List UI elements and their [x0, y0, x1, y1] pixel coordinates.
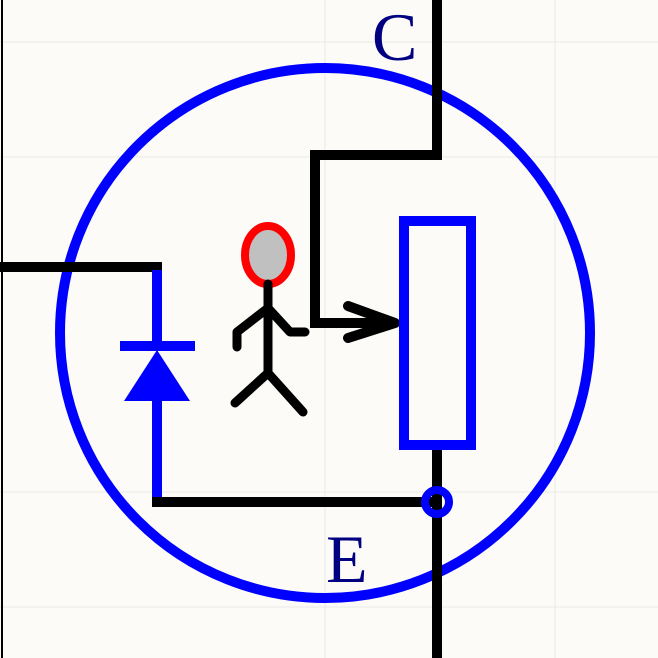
sensor-rectangle [399, 216, 476, 450]
base-wire [0, 262, 162, 290]
collector-label: C [372, 0, 417, 75]
junction-dot [421, 486, 453, 518]
person-left-arm [232, 303, 273, 352]
collector-arrow-head [343, 301, 400, 343]
diode-triangle [124, 350, 190, 401]
person-right-arm [263, 303, 310, 337]
person-right-leg [263, 368, 308, 417]
person-figure [230, 222, 310, 417]
package-circle [55, 63, 595, 603]
diode-symbol [120, 270, 195, 502]
emitter-label: E [326, 521, 368, 597]
collector-wire [310, 0, 442, 328]
person-head [241, 222, 295, 288]
person-left-leg [230, 368, 273, 408]
